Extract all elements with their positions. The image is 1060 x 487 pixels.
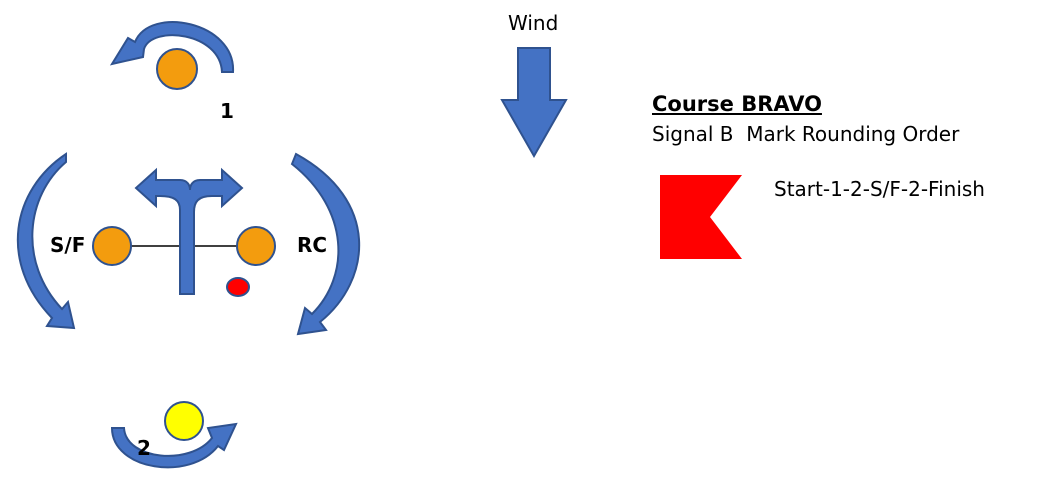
start-finish-label: S/F xyxy=(50,233,85,257)
start-finish-mark xyxy=(92,226,132,266)
order-label: Mark Rounding Order xyxy=(746,122,960,146)
red-mark xyxy=(226,277,250,297)
mark2-rounding-arrow-icon xyxy=(110,422,238,469)
race-committee-mark xyxy=(236,226,276,266)
split-arrow-icon xyxy=(134,167,244,295)
wind-arrow-icon xyxy=(500,47,568,159)
signal-row: Signal B Mark Rounding Order xyxy=(652,122,959,146)
mark1-rounding-arrow-icon xyxy=(109,21,235,73)
rounding-order: Start-1-2-S/F-2-Finish xyxy=(774,177,985,201)
right-side-arrow-icon xyxy=(290,152,360,336)
mark-1 xyxy=(156,48,198,90)
left-side-arrow-icon xyxy=(16,152,76,330)
signal-label: Signal B xyxy=(652,122,734,146)
mark-1-label: 1 xyxy=(220,99,234,123)
mark-2-label: 2 xyxy=(137,436,151,460)
mark-2 xyxy=(164,401,204,441)
wind-label: Wind xyxy=(508,11,558,35)
race-committee-label: RC xyxy=(297,233,327,257)
course-diagram: Wind 1 S/F RC 2 xyxy=(16,11,568,469)
course-title: Course BRAVO xyxy=(652,92,822,116)
signal-flag-b-icon xyxy=(660,175,742,259)
course-legend: Course BRAVO Signal B Mark Rounding Orde… xyxy=(652,92,959,146)
